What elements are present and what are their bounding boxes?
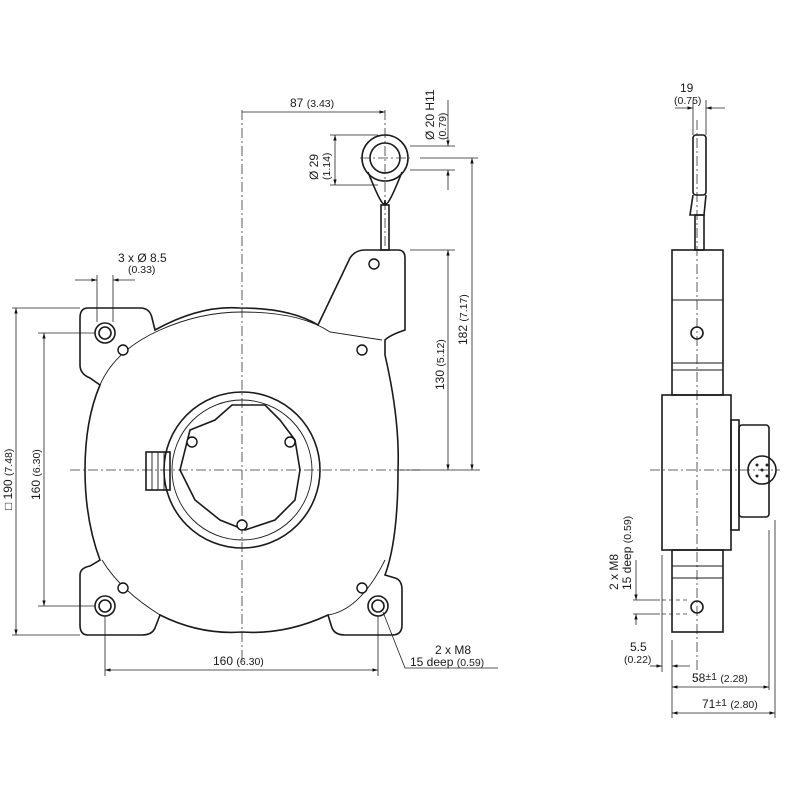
screw-icon bbox=[117, 344, 129, 356]
eyelet-side bbox=[692, 134, 707, 196]
dim-19: 19 bbox=[680, 81, 694, 95]
connector-side bbox=[738, 424, 770, 518]
threaded-hole bbox=[690, 326, 704, 340]
screw-icon bbox=[117, 582, 129, 594]
dim-19-inch: (0.75) bbox=[674, 95, 701, 107]
lower-bracket bbox=[671, 549, 724, 633]
dim-5-5: 5.5 bbox=[630, 640, 647, 654]
dim-holes: 3 x Ø 8.5 bbox=[118, 251, 167, 265]
screw-icon bbox=[356, 344, 368, 356]
screw-icon bbox=[284, 436, 296, 448]
screw-icon bbox=[186, 436, 198, 448]
eyelet-neck bbox=[367, 171, 403, 205]
mounting-hole bbox=[94, 322, 116, 344]
housing-outline bbox=[79, 249, 406, 636]
dim-d29: Ø 29 bbox=[307, 154, 321, 180]
dim-m8-front: 2 x M8 bbox=[435, 643, 471, 657]
dim-m8-side: 2 x M8 bbox=[607, 554, 621, 590]
dim-182: 182 (7.17) bbox=[456, 294, 470, 345]
wire-side bbox=[694, 214, 705, 251]
dim-m8-front-depth: 15 deep (0.59) bbox=[410, 655, 484, 669]
dim-58: 58±1 (2.28) bbox=[692, 669, 748, 685]
measuring-wire bbox=[380, 204, 390, 251]
dim-87: 87 (3.43) bbox=[290, 96, 334, 110]
side-view bbox=[650, 120, 780, 680]
dim-d29-inch: (1.14) bbox=[321, 153, 333, 180]
front-view bbox=[70, 110, 420, 660]
side-dimensions: 19 (0.75) 2 x M8 15 deep (0.59) 5.5 (0.2… bbox=[607, 81, 776, 718]
dim-130: 130 (5.12) bbox=[433, 339, 447, 390]
center-ring-inner bbox=[171, 399, 313, 541]
housing-side bbox=[661, 394, 732, 551]
dim-160v: 160 (6.30) bbox=[29, 449, 43, 500]
upper-bracket bbox=[671, 249, 724, 396]
dim-m8-side-depth: 15 deep (0.59) bbox=[620, 516, 634, 590]
dim-160h: 160 (6.30) bbox=[213, 654, 264, 668]
dim-71: 71±1 (2.80) bbox=[702, 695, 758, 711]
mounting-hole bbox=[94, 595, 116, 617]
screw-icon bbox=[368, 258, 380, 270]
screw-icon bbox=[236, 519, 248, 531]
screw-icon bbox=[356, 582, 368, 594]
dim-d20: Ø 20 H11 bbox=[423, 89, 437, 140]
dim-190: □ 190 (7.48) bbox=[1, 449, 15, 510]
mounting-hole bbox=[367, 595, 389, 617]
dim-d20-inch: (0.79) bbox=[437, 113, 449, 140]
dim-holes-inch: (0.33) bbox=[128, 264, 155, 276]
body-contour bbox=[99, 311, 386, 616]
threaded-hole bbox=[690, 600, 704, 614]
shaft-cross bbox=[179, 404, 301, 531]
front-dimensions: 87 (3.43) Ø 29 (1.14) Ø 20 H11 (0.79) 13… bbox=[1, 89, 498, 676]
dim-5-5-inch: (0.22) bbox=[624, 654, 651, 666]
connector-pins bbox=[747, 455, 777, 485]
